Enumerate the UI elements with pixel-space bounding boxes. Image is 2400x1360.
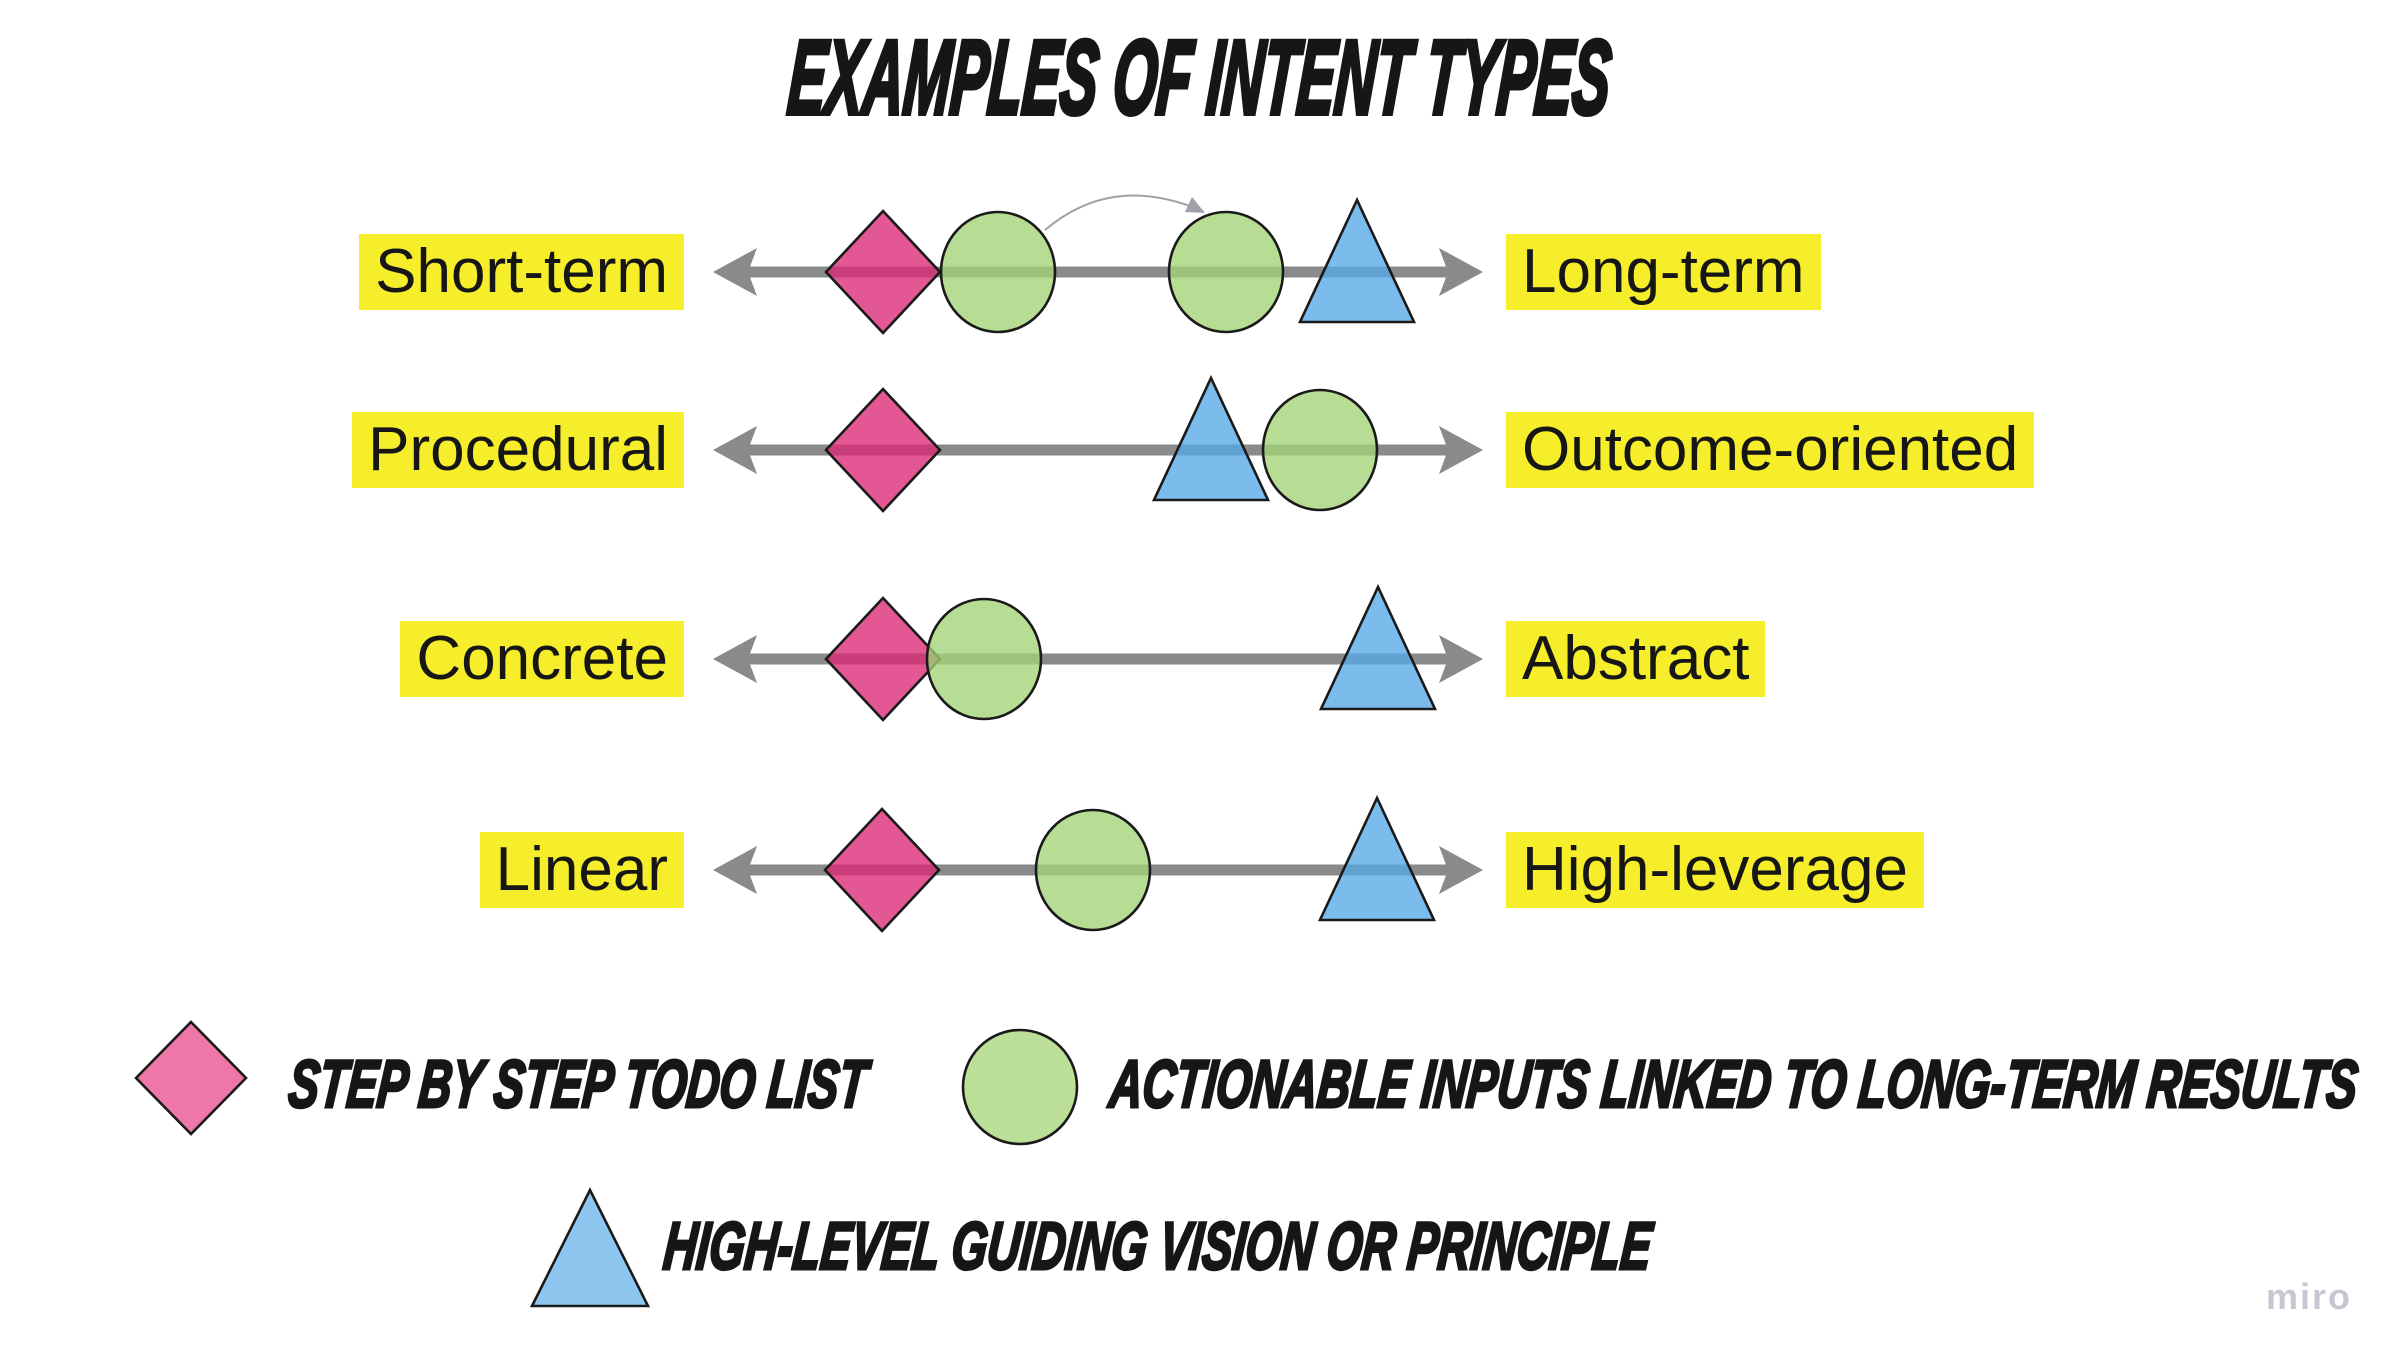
- miro-watermark: miro: [2266, 1276, 2353, 1317]
- arrowhead-left-icon: [713, 426, 757, 474]
- spectrum-row-3: [713, 794, 1483, 933]
- triangle-marker[interactable]: [1151, 374, 1271, 502]
- arrowhead-right-icon: [1439, 248, 1483, 296]
- page-title: EXAMPLES OF INTENT TYPES: [0, 17, 2400, 138]
- circle-marker[interactable]: [1034, 808, 1152, 932]
- axis-label-outcome-oriented[interactable]: Outcome-oriented: [1506, 412, 2035, 488]
- arrowhead-right-icon: [1439, 846, 1483, 894]
- axis-label-procedural[interactable]: Procedural: [352, 412, 684, 488]
- legend-triangle-marker[interactable]: [529, 1187, 651, 1308]
- arrowhead-icon: [1185, 197, 1205, 213]
- page-title-text[interactable]: EXAMPLES OF INTENT TYPES: [783, 17, 1617, 138]
- arrowhead-right-icon: [1439, 426, 1483, 474]
- axis-label-concrete[interactable]: Concrete: [400, 621, 684, 697]
- triangle-marker[interactable]: [1297, 196, 1417, 324]
- axis-label-long-term[interactable]: Long-term: [1506, 234, 1821, 310]
- legend-circle-marker[interactable]: [961, 1028, 1079, 1146]
- spectrum-row-1: [713, 374, 1483, 513]
- axis-label-high-leverage[interactable]: High-leverage: [1506, 832, 1924, 908]
- diamond-marker[interactable]: [824, 387, 942, 513]
- circle-marker[interactable]: [1261, 388, 1379, 512]
- arrowhead-left-icon: [713, 248, 757, 296]
- circle-marker[interactable]: [925, 597, 1043, 721]
- axis-label-linear[interactable]: Linear: [479, 832, 684, 908]
- connector-curved-arrow[interactable]: [1044, 194, 1205, 231]
- legend-label-todo-list[interactable]: STEP BY STEP TODO LIST: [284, 1047, 871, 1124]
- diamond-marker[interactable]: [823, 807, 941, 933]
- triangle-marker[interactable]: [1318, 583, 1438, 711]
- arrowhead-left-icon: [713, 635, 757, 683]
- legend-label-actionable[interactable]: ACTIONABLE INPUTS LINKED TO LONG-TERM RE…: [1105, 1047, 2362, 1124]
- axis-label-abstract[interactable]: Abstract: [1506, 621, 1766, 697]
- diamond-marker[interactable]: [824, 596, 942, 722]
- legend-label-guiding-vision[interactable]: HIGH-LEVEL GUIDING VISION OR PRINCIPLE: [659, 1209, 1656, 1286]
- circle-marker[interactable]: [939, 210, 1057, 334]
- legend-diamond-marker[interactable]: [134, 1020, 248, 1136]
- axis-label-short-term[interactable]: Short-term: [359, 234, 684, 310]
- arrowhead-right-icon: [1439, 635, 1483, 683]
- arrowhead-left-icon: [713, 846, 757, 894]
- spectrum-row-0: [713, 194, 1483, 335]
- spectrum-row-2: [713, 583, 1483, 722]
- circle-marker[interactable]: [1167, 210, 1285, 334]
- triangle-marker[interactable]: [1317, 794, 1437, 922]
- diamond-marker[interactable]: [824, 209, 942, 335]
